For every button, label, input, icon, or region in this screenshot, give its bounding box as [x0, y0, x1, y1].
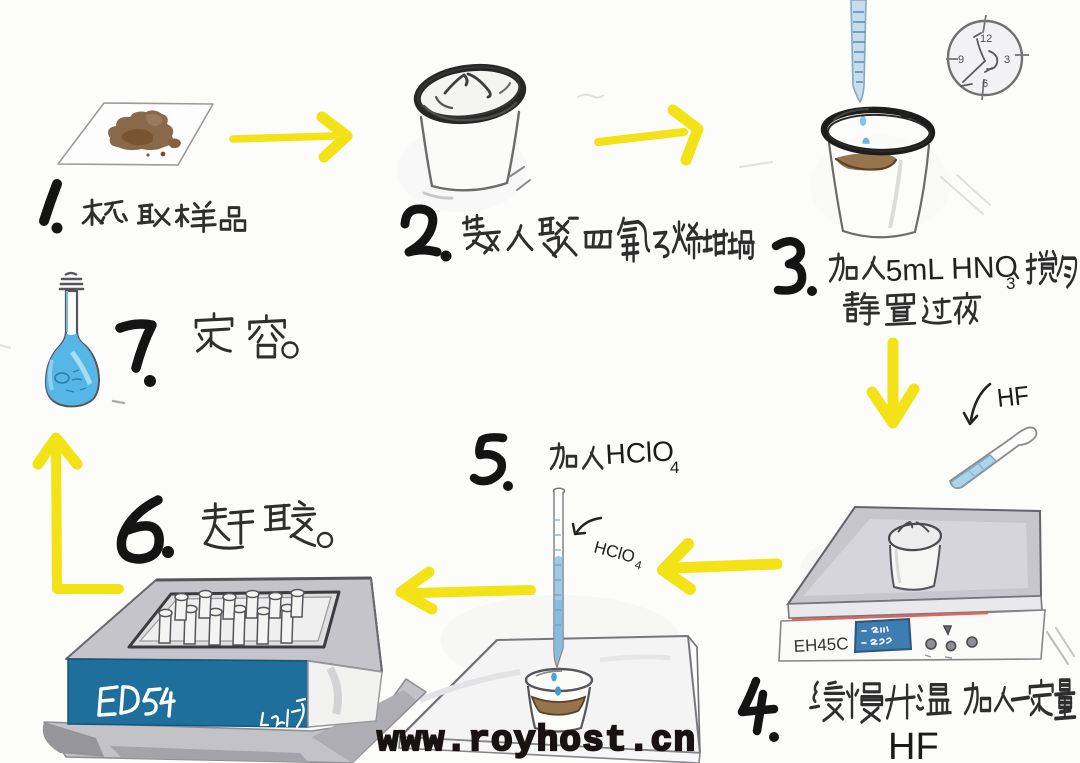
svg-text:6: 6: [982, 78, 988, 90]
svg-text:3: 3: [1004, 54, 1010, 66]
svg-text:5mL HNO: 5mL HNO: [885, 250, 1018, 288]
svg-text:12: 12: [980, 33, 992, 45]
svg-text:www.royhost.cn: www.royhost.cn: [377, 720, 696, 761]
svg-text:4: 4: [633, 557, 643, 572]
svg-text:4: 4: [670, 458, 679, 477]
svg-text:HF: HF: [888, 726, 939, 763]
svg-text:3: 3: [1006, 274, 1015, 293]
svg-text:HClO: HClO: [605, 435, 675, 470]
svg-text:9: 9: [958, 54, 964, 66]
svg-text:HF: HF: [996, 381, 1031, 413]
svg-text:EH45C: EH45C: [793, 634, 849, 656]
